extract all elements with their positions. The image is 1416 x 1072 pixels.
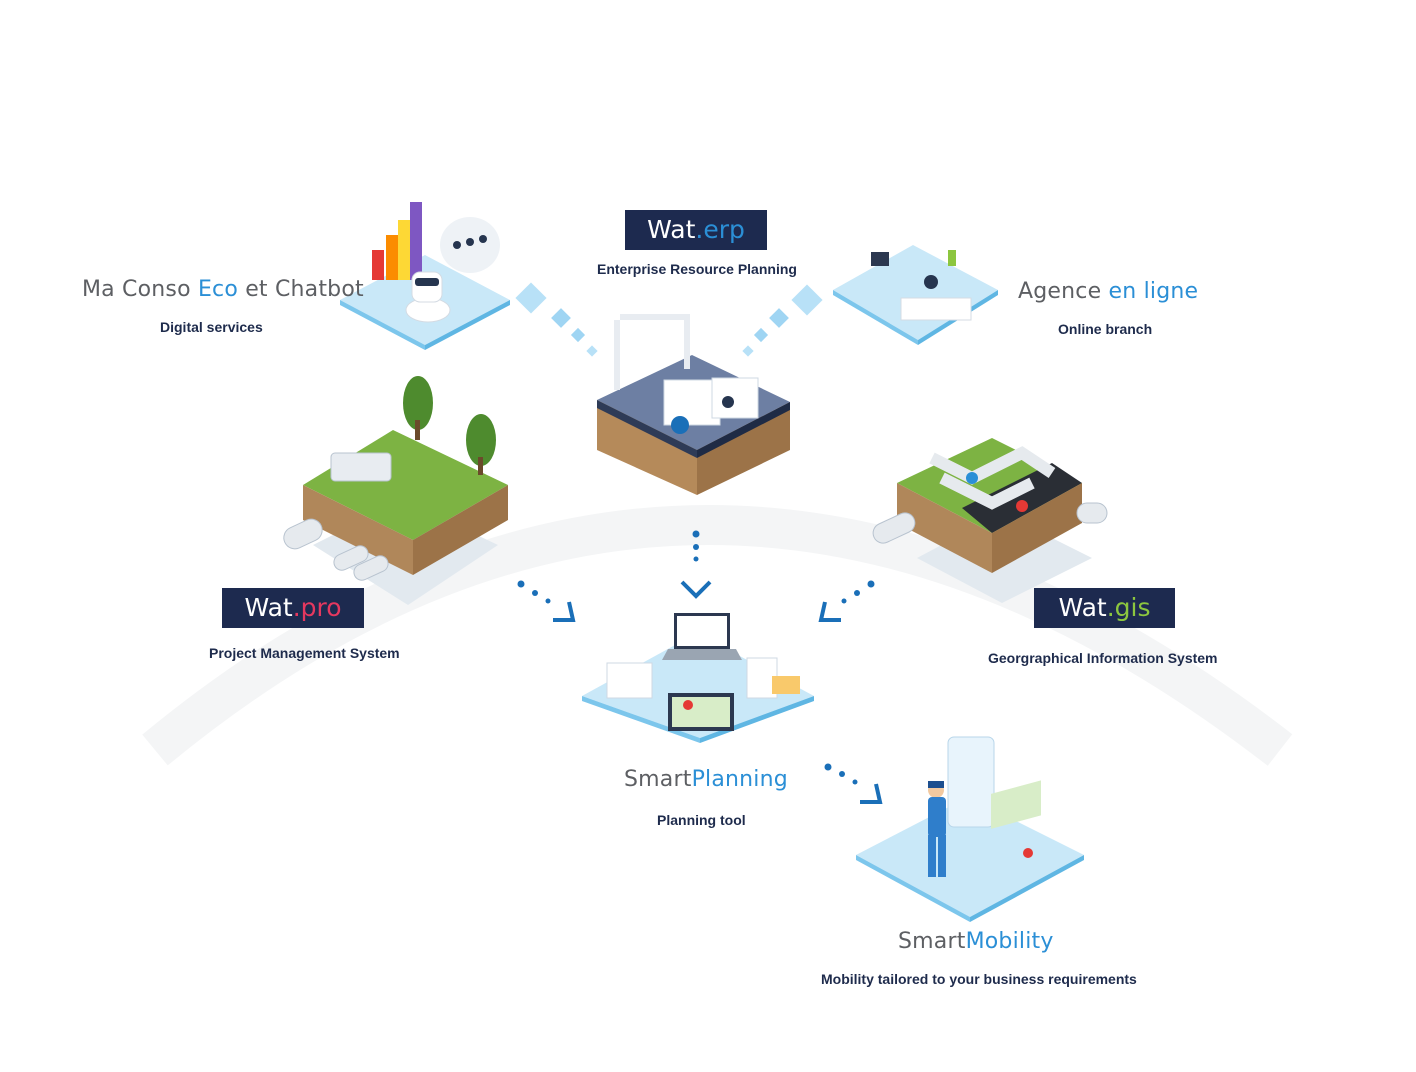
watpro-suffix: .pro bbox=[292, 592, 342, 622]
maconso-title-accent: Eco bbox=[197, 277, 238, 302]
smartplanning-subtitle: Planning tool bbox=[657, 812, 746, 828]
connector-planning-to-mobility bbox=[824, 763, 883, 804]
maconso-title: Ma Conso Eco et Chatbot bbox=[82, 277, 364, 302]
watgis-suffix: .gis bbox=[1106, 592, 1151, 622]
cubes-left bbox=[515, 282, 598, 357]
watpro-badge: Wat.pro bbox=[222, 588, 364, 628]
erp-office-illustration bbox=[597, 314, 790, 495]
waterp-subtitle: Enterprise Resource Planning bbox=[597, 261, 797, 277]
waterp-badge: Wat.erp bbox=[625, 210, 767, 250]
agence-subtitle: Online branch bbox=[1058, 321, 1153, 337]
waterp-suffix: .erp bbox=[695, 214, 745, 244]
smartplanning-title: SmartPlanning bbox=[624, 767, 788, 792]
smartmobility-title-accent: Mobility bbox=[965, 929, 1054, 954]
watgis-badge: Wat.gis bbox=[1034, 588, 1175, 628]
watgis-subtitle: Georgraphical Information System bbox=[988, 650, 1218, 666]
connector-erp-to-planning bbox=[680, 530, 712, 599]
smartplanning-title-accent: Planning bbox=[691, 767, 788, 792]
maconso-subtitle: Digital services bbox=[160, 319, 263, 335]
watgis-illustration bbox=[872, 438, 1108, 603]
watpro-illustration bbox=[283, 376, 508, 605]
agence-title: Agence en ligne bbox=[1018, 279, 1199, 304]
smartmobility-title: SmartMobility bbox=[898, 929, 1054, 954]
smartplanning-illustration bbox=[582, 613, 814, 743]
agence-title-accent: en ligne bbox=[1108, 279, 1199, 304]
connector-pro-to-planning bbox=[517, 580, 576, 622]
smartmobility-illustration bbox=[856, 736, 1084, 922]
chatbot-illustration bbox=[340, 202, 510, 350]
smartmobility-subtitle: Mobility tailored to your business requi… bbox=[821, 971, 1137, 987]
cubes-right bbox=[742, 284, 823, 357]
connector-gis-to-planning bbox=[818, 580, 875, 622]
watpro-subtitle: Project Management System bbox=[209, 645, 400, 661]
agence-illustration bbox=[833, 245, 998, 345]
